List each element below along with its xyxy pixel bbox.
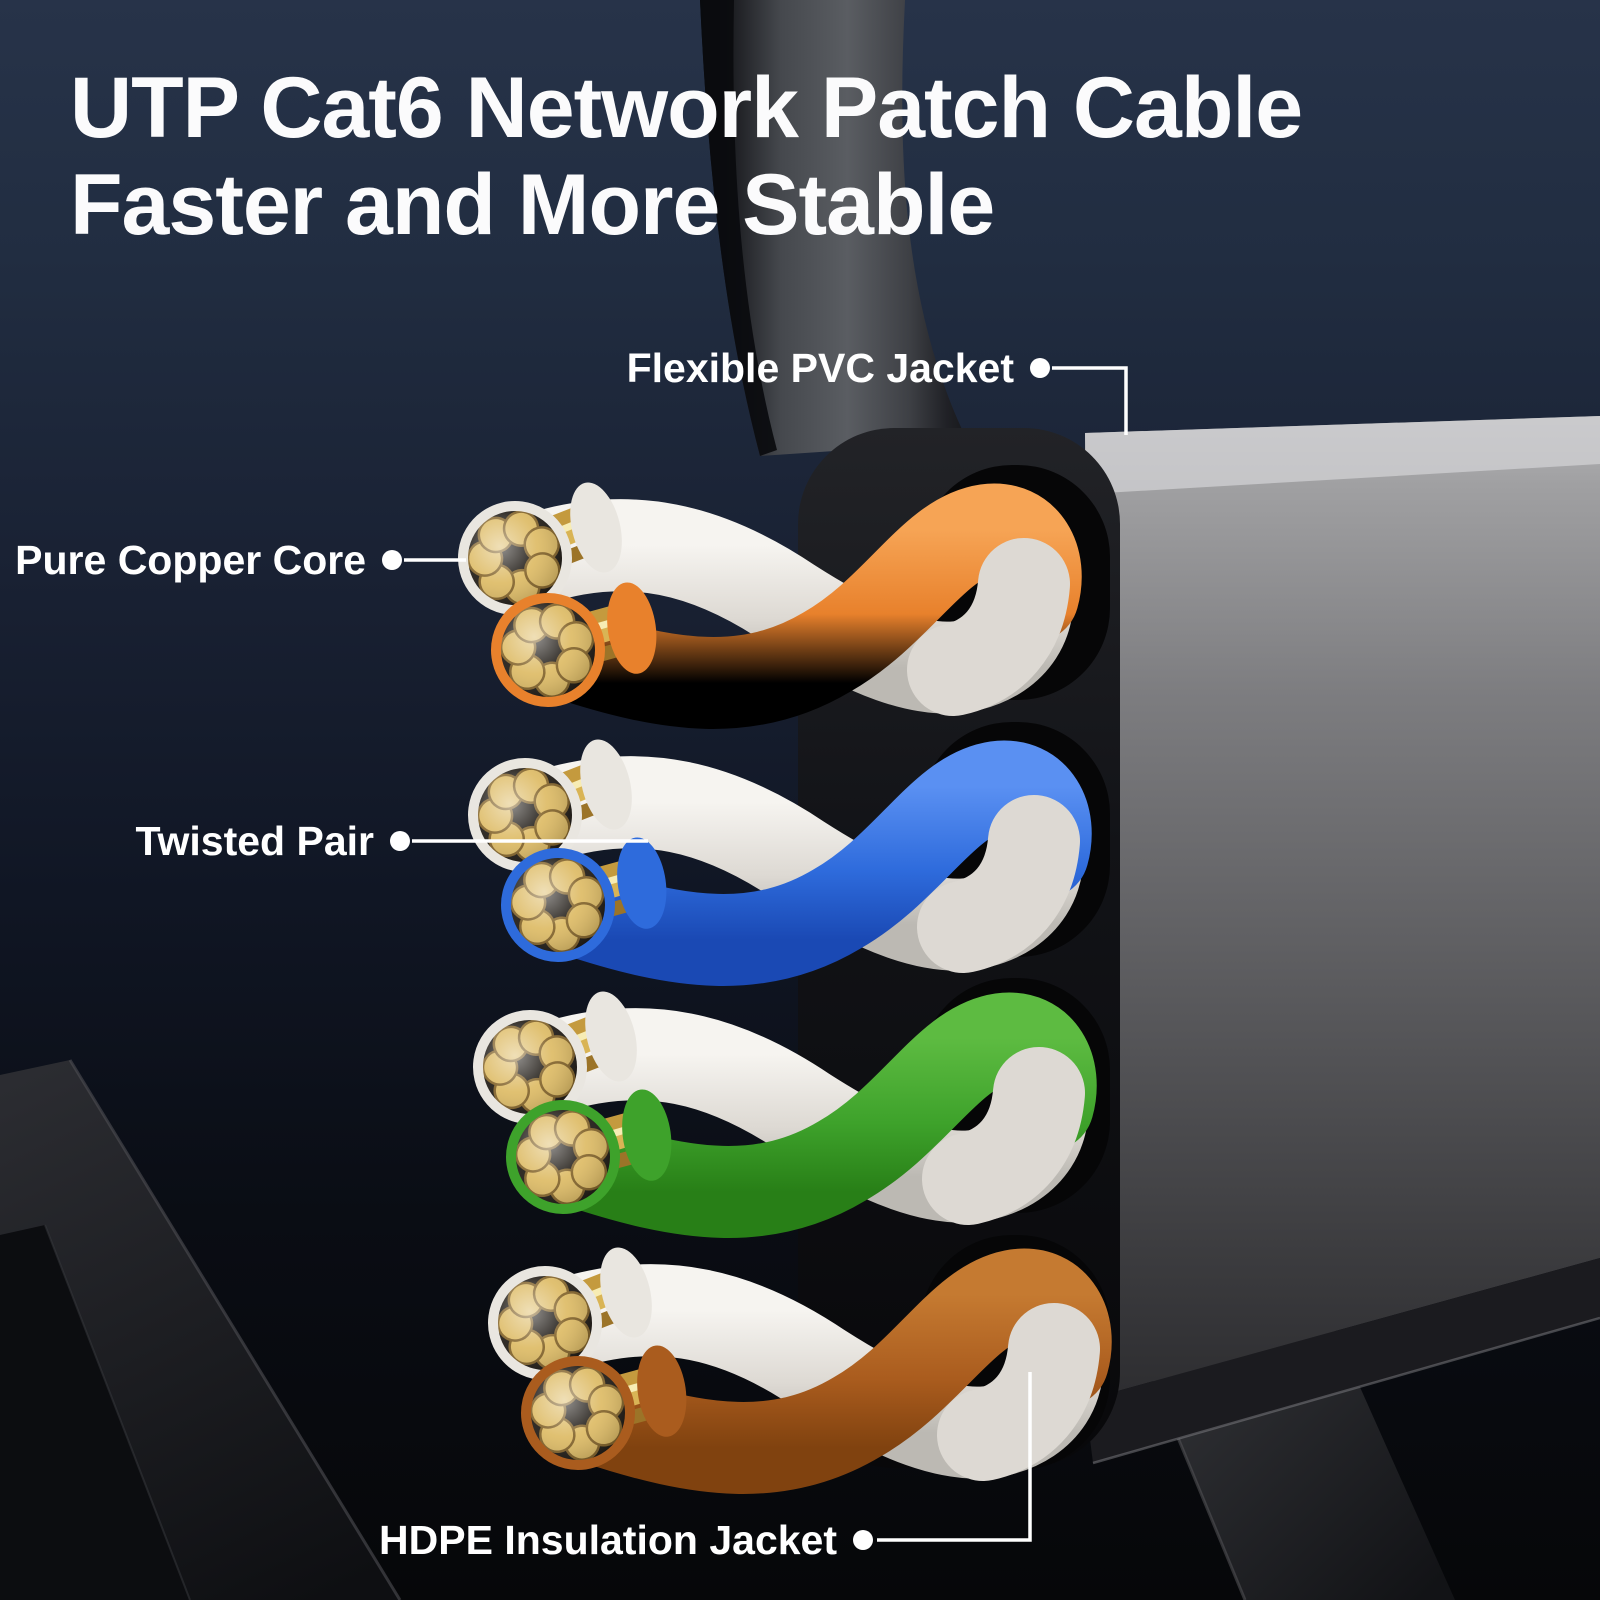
leader-pvc-jacket [1030, 358, 1128, 435]
twisted-pair-green [502, 992, 1097, 1238]
callout-hdpe-jacket: HDPE Insulation Jacket [379, 1517, 837, 1563]
page-title-line1: UTP Cat6 Network Patch Cable [70, 60, 1303, 156]
twisted-pair-brown [517, 1248, 1112, 1494]
callout-copper-core: Pure Copper Core [15, 537, 366, 583]
leader-copper-core [382, 550, 466, 570]
twisted-pair-orange [487, 483, 1082, 729]
cable-jacket-body [1085, 416, 1600, 1465]
leader-twisted-pair [390, 831, 648, 851]
page-title-line2: Faster and More Stable [70, 157, 995, 253]
page-title: UTP Cat6 Network Patch Cable Faster and … [70, 60, 1530, 254]
background-cable-top [700, 0, 968, 456]
leader-hdpe-jacket [853, 1372, 1032, 1550]
twisted-pair-blue [497, 740, 1092, 986]
copper-core-tips [454, 482, 687, 1470]
callout-twisted-pair: Twisted Pair [135, 818, 374, 864]
callout-pvc-jacket: Flexible PVC Jacket [626, 345, 1014, 391]
background-cable-bottom-left [0, 1059, 402, 1600]
